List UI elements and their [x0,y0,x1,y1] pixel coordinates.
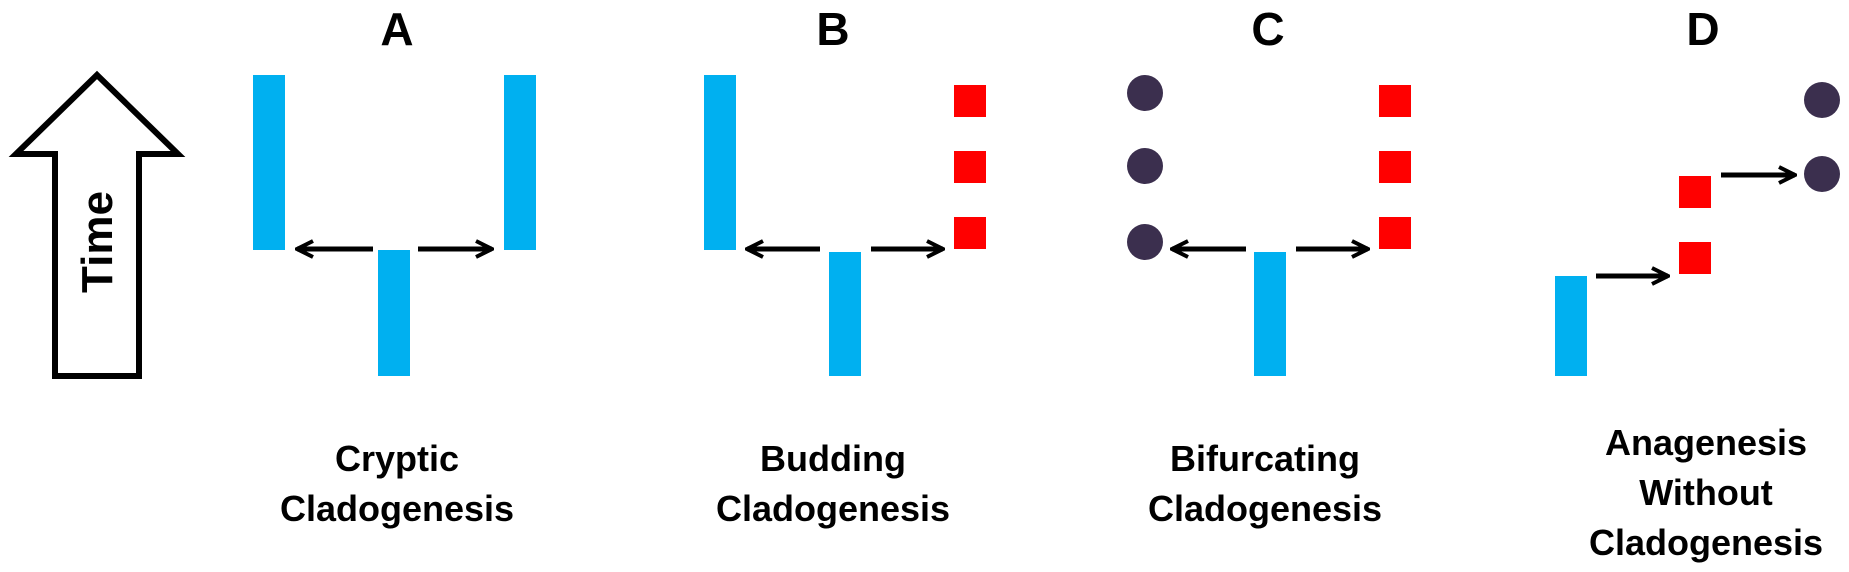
purple-circle [1127,75,1163,111]
panel-letter-c: C [1251,3,1284,55]
panel-c [1127,75,1411,376]
purple-circle [1804,156,1840,192]
red-square [1679,242,1711,274]
panel-a [253,75,536,376]
caption-line: Cladogenesis [279,488,515,529]
red-square [954,85,986,117]
caption-line: Cryptic [334,438,460,479]
caption-line: Cladogenesis [715,488,951,529]
caption-line: Cladogenesis [1588,522,1824,563]
caption-line: Cladogenesis [1147,488,1383,529]
caption-a: Cryptic Cladogenesis [227,434,567,534]
right-daughter-lineage-bar [504,75,536,250]
panel-b [704,75,986,376]
purple-circle [1804,82,1840,118]
time-arrow-shape [8,70,186,379]
ancestor-lineage-bar [1555,276,1587,376]
purple-circle [1127,148,1163,184]
caption-c: Bifurcating Cladogenesis [1095,434,1435,534]
ancestor-lineage-bar [829,252,861,376]
caption-b: Budding Cladogenesis [663,434,1003,534]
panel-letter-d: D [1686,3,1719,55]
caption-line: Anagenesis [1604,422,1808,463]
panel-letter-a: A [380,3,413,55]
panel-letter-b: B [816,3,849,55]
caption-line: Bifurcating [1169,438,1360,479]
left-daughter-lineage-bar [253,75,285,250]
ancestor-lineage-bar [1254,252,1286,376]
time-arrow: Time [8,70,186,379]
parent-lineage-bar [704,75,736,250]
purple-circle [1127,224,1163,260]
caption-d: Anagenesis Without Cladogenesis [1536,418,1849,568]
time-label: Time [73,191,122,293]
caption-line: Without [1639,472,1773,513]
red-square [1379,217,1411,249]
caption-line: Budding [760,438,906,479]
ancestor-lineage-bar [378,250,410,376]
red-square [1679,176,1711,208]
red-square [954,151,986,183]
red-square [1379,151,1411,183]
panel-d [1555,82,1840,376]
red-square [1379,85,1411,117]
red-square [954,217,986,249]
